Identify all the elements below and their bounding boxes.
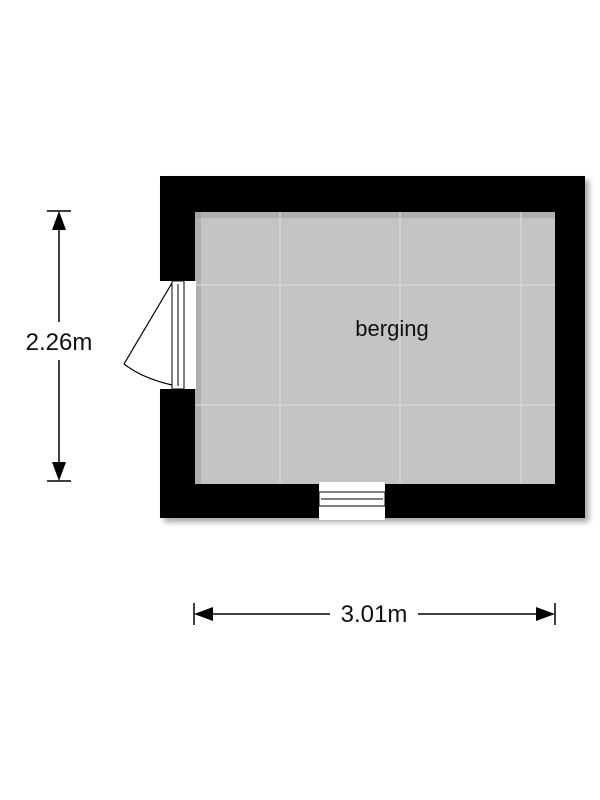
width-dimension: 3.01m <box>193 601 556 628</box>
door-swing-arc <box>123 363 173 386</box>
width-arrow-right <box>536 607 555 621</box>
width-dimension-label: 3.01m <box>341 601 408 628</box>
height-arrow-bottom <box>52 462 66 481</box>
height-arrow-top <box>52 211 66 230</box>
floor-area <box>195 212 555 484</box>
height-dimension: 2.26m <box>26 210 93 482</box>
door <box>123 280 196 390</box>
door-leaf <box>123 282 173 365</box>
floor-shadow-top <box>195 212 555 218</box>
floor-tile-grid <box>195 212 555 484</box>
room-label: berging <box>355 316 428 341</box>
width-arrow-left <box>194 607 213 621</box>
window <box>318 482 386 520</box>
floor-shadow-left <box>195 212 201 484</box>
height-dimension-label: 2.26m <box>26 329 93 356</box>
